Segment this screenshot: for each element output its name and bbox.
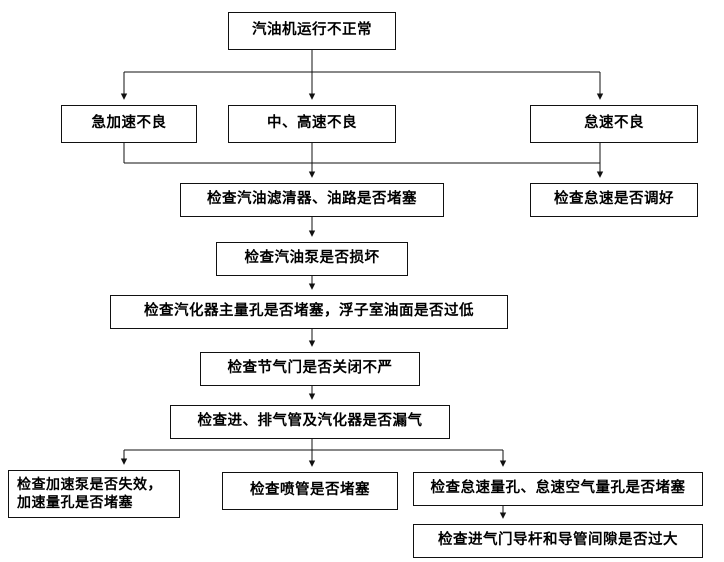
node-fuel-filter[interactable]: 检查汽油滤清器、油路是否堵塞	[180, 183, 444, 217]
node-midhigh[interactable]: 中、高速不良	[228, 105, 396, 143]
node-nozzle[interactable]: 检查喷管是否堵塞	[222, 472, 398, 510]
node-fuel-pump[interactable]: 检查汽油泵是否损坏	[216, 242, 408, 276]
node-intake-valve-guide[interactable]: 检查进气门导杆和导管间隙是否过大	[413, 524, 703, 558]
node-throttle[interactable]: 检查节气门是否关闭不严	[200, 352, 420, 386]
node-manifold-leak[interactable]: 检查进、排气管及汽化器是否漏气	[170, 405, 450, 439]
node-idle-adjust[interactable]: 检查怠速是否调好	[530, 183, 698, 217]
node-accelerator-pump[interactable]: 检查加速泵是否失效， 加速量孔是否堵塞	[8, 470, 180, 518]
node-root[interactable]: 汽油机运行不正常	[228, 12, 396, 50]
node-idle[interactable]: 怠速不良	[530, 105, 698, 143]
node-accel[interactable]: 急加速不良	[61, 105, 197, 143]
node-carburetor[interactable]: 检查汽化器主量孔是否堵塞，浮子室油面是否过低	[110, 295, 508, 329]
node-idle-port[interactable]: 检查怠速量孔、怠速空气量孔是否堵塞	[413, 472, 703, 506]
